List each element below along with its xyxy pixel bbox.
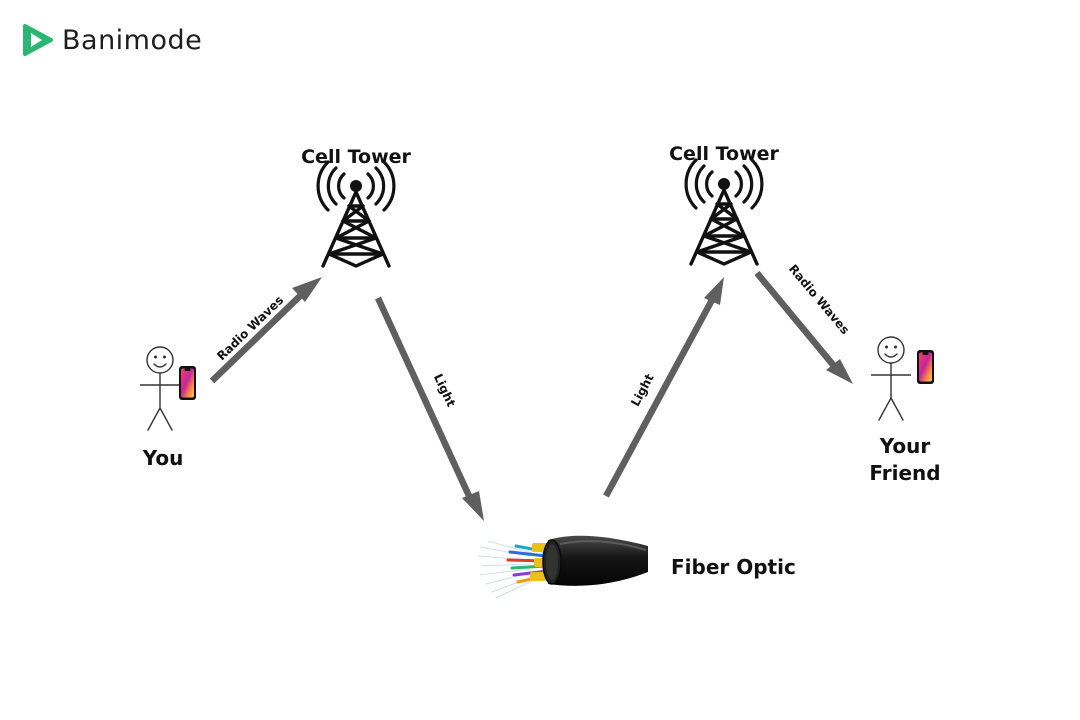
arrowhead-fiber-to-tower <box>704 277 724 305</box>
signal-tower-icon <box>684 158 764 266</box>
node-label-friend-line1: Your <box>879 434 931 458</box>
arrowhead-you-to-tower <box>292 277 322 302</box>
edge-label-tower-to-fiber: Light <box>431 372 458 410</box>
brand-logo[interactable]: Banimode <box>23 24 202 56</box>
stick-figure-icon <box>870 336 912 421</box>
arrow-tower-to-fiber <box>375 296 473 500</box>
node-label-fiber-optic: Fiber Optic <box>671 555 796 579</box>
node-your-friend: Your Friend <box>869 336 941 485</box>
stick-figure-icon <box>139 346 181 431</box>
node-fiber-optic: Fiber Optic <box>477 535 796 599</box>
node-cell-tower-left: Cell Tower <box>301 146 412 268</box>
smartphone-icon <box>179 366 196 400</box>
arrow-tower-to-friend <box>754 270 837 369</box>
node-label-cell-tower-left: Cell Tower <box>301 146 411 168</box>
arrowheads-layer <box>292 277 853 521</box>
node-you: You <box>139 346 196 470</box>
edge-label-you-to-tower: Radio Waves <box>214 293 286 363</box>
node-label-cell-tower-right: Cell Tower <box>669 143 779 165</box>
arrow-fiber-to-tower <box>603 298 715 498</box>
fiber-cable-icon <box>477 535 648 599</box>
brand-logo-icon <box>23 24 53 56</box>
arrowhead-tower-to-friend <box>826 359 853 384</box>
arrows-layer <box>209 270 837 500</box>
signal-tower-icon <box>316 160 396 268</box>
node-cell-tower-right: Cell Tower <box>669 143 780 266</box>
arrowhead-tower-to-fiber <box>462 491 484 521</box>
smartphone-icon <box>917 350 934 384</box>
node-label-you: You <box>142 446 184 470</box>
arrow-you-to-tower <box>209 293 303 384</box>
node-label-friend-line2: Friend <box>869 461 940 485</box>
edge-label-tower-to-friend: Radio Waves <box>786 262 852 337</box>
brand-name: Banimode <box>62 25 202 56</box>
